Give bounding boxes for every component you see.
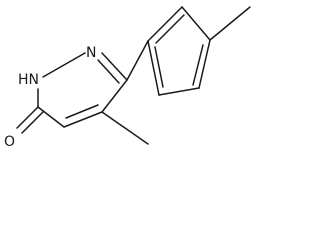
atom-label-n: N <box>86 45 96 61</box>
bond-c3-o <box>16 106 39 129</box>
chemical-structure-diagram: O HN N <box>4 6 251 150</box>
atom-label-nh: HN <box>18 72 39 88</box>
atom-label-oxygen: O <box>4 134 15 150</box>
bond-c5-c4 <box>63 111 103 128</box>
bond-c5-c4-inner <box>65 104 99 119</box>
pyridazinone-ring <box>16 52 128 134</box>
bond-c6-c5 <box>101 79 128 113</box>
bond-ar-5-inner <box>154 46 164 88</box>
bond-aryl-methyl <box>209 6 251 41</box>
bond-ar-5 <box>147 40 160 96</box>
bond-ar-1 <box>147 6 183 42</box>
bond-n1-n2 <box>42 52 86 78</box>
bond-ar-1-inner <box>155 14 185 44</box>
bond-ar-3-inner <box>192 44 204 86</box>
bond-ar-3 <box>198 39 211 89</box>
bond-ar-2 <box>181 6 211 41</box>
bond-c4-c3 <box>37 106 65 128</box>
bond-c3-o-double <box>21 111 44 134</box>
bond-ar-4 <box>158 87 200 96</box>
tolyl-ring <box>147 6 211 96</box>
bond-n2-c6 <box>101 52 128 81</box>
bond-c6-aryl <box>126 40 149 81</box>
bond-c5-methyl <box>101 111 149 145</box>
bond-n2-c6-inner <box>97 59 120 84</box>
